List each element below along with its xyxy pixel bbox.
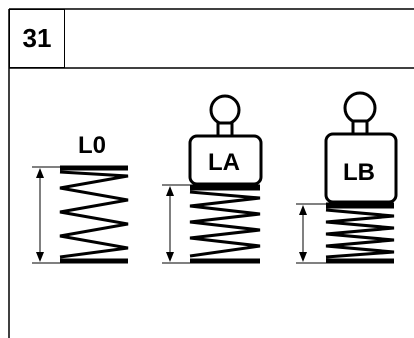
ball-stem-a [216, 121, 234, 138]
label-lb: LB [343, 159, 375, 186]
label-l0: L0 [78, 132, 106, 159]
spring-coil-b [325, 202, 395, 264]
spring-free: L0 [32, 132, 129, 264]
ball-a [209, 94, 241, 126]
spring-coil-free [59, 165, 129, 264]
ball-stem-b [351, 119, 369, 136]
label-la: LA [208, 149, 240, 176]
ball-b [343, 91, 377, 125]
figure-number: 31 [9, 9, 65, 68]
dim-arrows-free [36, 168, 44, 262]
spring-coil-a [189, 184, 261, 264]
weight-block-a [188, 134, 263, 186]
spring-load-b: LB [296, 91, 398, 264]
weight-block-b [324, 132, 398, 204]
spring-load-a: LA [162, 94, 263, 264]
